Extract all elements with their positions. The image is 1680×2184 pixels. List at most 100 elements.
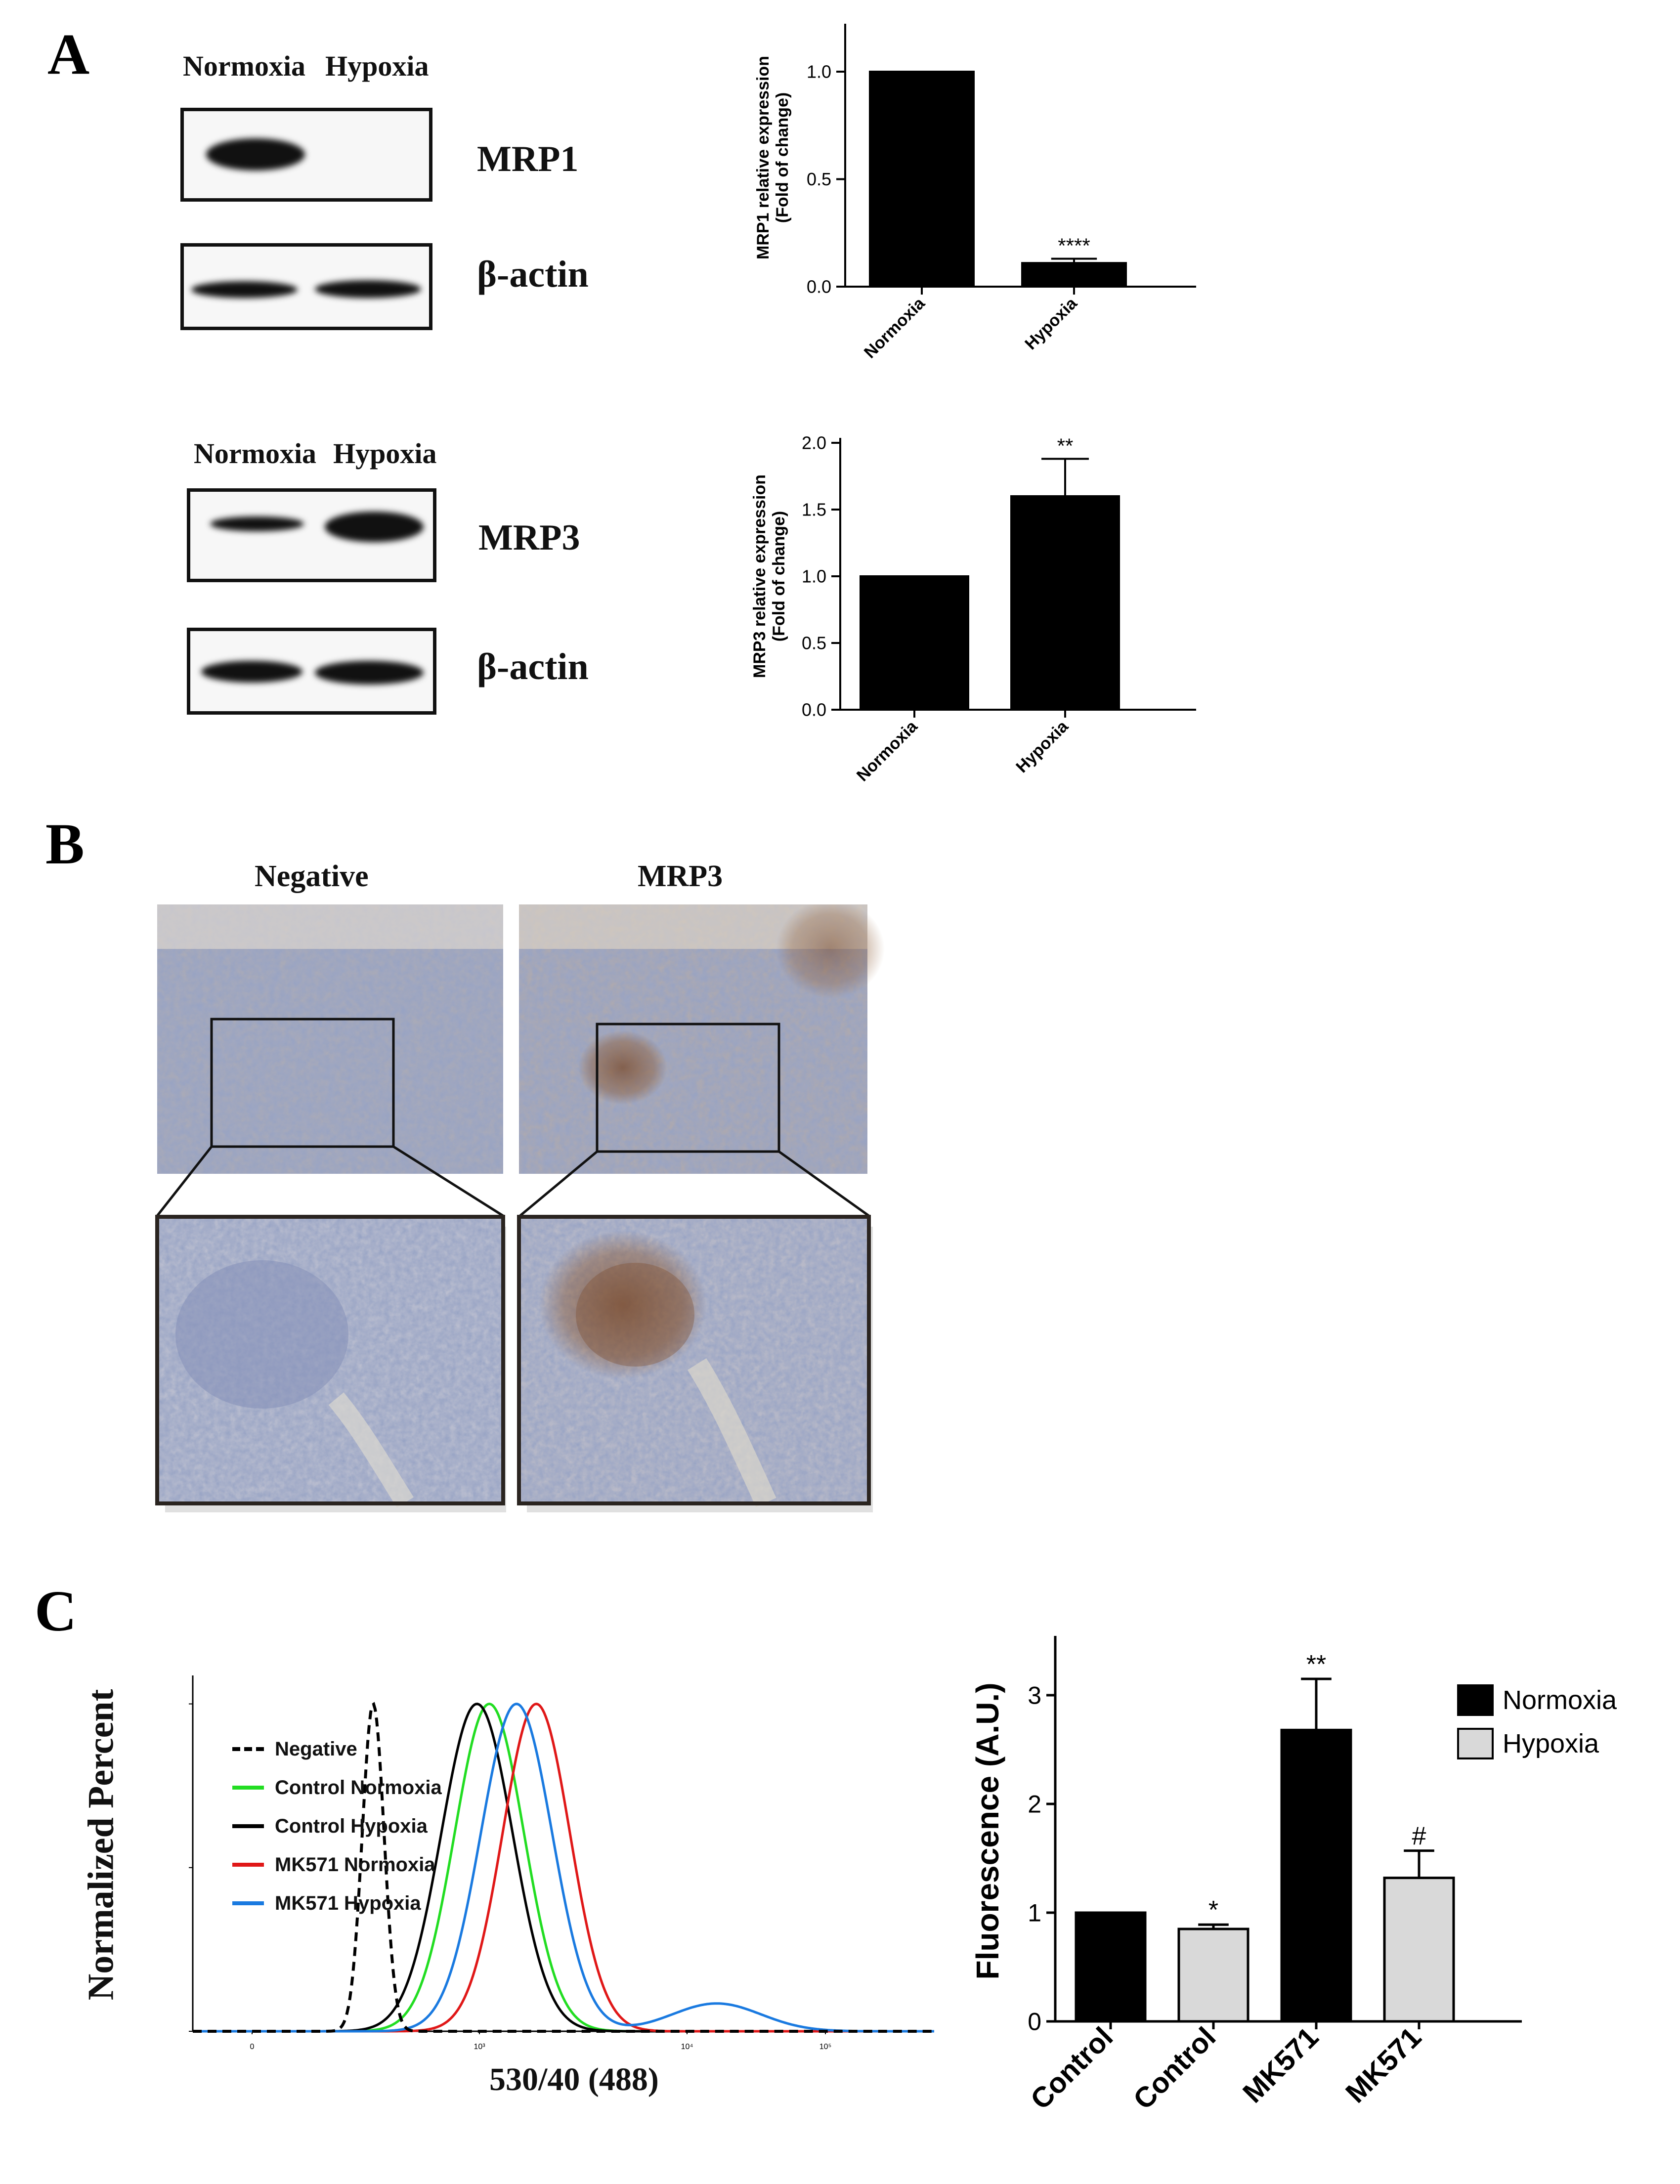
blot-strip-mrp3 (187, 488, 436, 582)
blot-col-normoxia: Normoxia (183, 50, 306, 82)
y-axis-label-group: MRP3 relative expression(Fold of change) (750, 474, 788, 678)
y-tick-label: 0.0 (802, 700, 826, 720)
flow-histogram: 100500010³10⁴10⁵ (188, 1675, 934, 2051)
legend-label: Hypoxia (1503, 1729, 1599, 1758)
blot-loading-label: β-actin (477, 254, 589, 295)
histology-label-negative: Negative (255, 859, 369, 893)
bar (1177, 1927, 1249, 2023)
y-tick-label: 0.0 (807, 277, 831, 297)
category-label: Normoxia (861, 294, 929, 362)
category-label: Normoxia (853, 717, 922, 785)
flow-x-tick-label: 10⁴ (681, 2043, 693, 2051)
flow-legend-item: Control Hypoxia (232, 1807, 442, 1845)
flow-x-tick-label: 10⁵ (819, 2043, 831, 2051)
y-axis-label-group: MRP1 relative expression(Fold of change) (754, 56, 792, 259)
flow-legend-swatch (232, 1824, 264, 1828)
flow-legend-label: MK571 Normoxia (275, 1853, 435, 1876)
category-label: Hypoxia (1021, 294, 1081, 353)
significance-label: ** (1306, 1650, 1326, 1679)
y-tick-label: 0.5 (807, 169, 831, 189)
band-mrp1-normoxia (206, 138, 305, 171)
histology-negative-overview (157, 904, 503, 1174)
y-axis-label: MRP3 relative expression (750, 474, 769, 678)
band-actin-normoxia (201, 661, 302, 683)
category-label: MK571 (1237, 2021, 1325, 2109)
bar (860, 575, 969, 711)
bar (1280, 1728, 1352, 2023)
category-label: Hypoxia (1012, 717, 1072, 776)
band-actin-hypoxia (315, 661, 424, 685)
panel-letter-a: A (47, 22, 90, 86)
legend-swatch (1457, 1728, 1494, 1759)
band-mrp3-normoxia (210, 516, 304, 531)
flow-legend-swatch (232, 1901, 264, 1905)
y-tick-label: 1.0 (807, 62, 831, 82)
y-tick-label: 1.0 (802, 566, 826, 587)
y-axis-label: (Fold of change) (773, 92, 792, 223)
curve-negative (193, 1702, 934, 2033)
legend-label: Normoxia (1503, 1685, 1617, 1715)
significance-label: ** (1057, 434, 1074, 457)
flow-legend-item: Negative (232, 1730, 442, 1768)
bar (1383, 1877, 1455, 2023)
band-mrp3-hypoxia (325, 512, 424, 542)
blot-protein-label: MRP1 (477, 139, 579, 179)
flow-legend-label: Control Normoxia (275, 1776, 442, 1799)
histology-images (155, 904, 885, 1512)
blot-strip-actin-2 (187, 628, 436, 715)
y-axis-label: MRP1 relative expression (754, 56, 773, 259)
bar (1010, 495, 1120, 711)
flow-legend-label: MK571 Hypoxia (275, 1892, 421, 1914)
flow-x-tick-label: 10³ (474, 2043, 485, 2051)
flow-legend-item: MK571 Normoxia (232, 1845, 442, 1884)
y-tick-label: 0 (1028, 2008, 1041, 2036)
histology-label-mrp3: MRP3 (638, 859, 723, 893)
y-axis-label: Fluorescence (A.U.) (970, 1682, 1005, 1979)
y-axis-label: (Fold of change) (770, 511, 788, 642)
flow-x-axis-label: 530/40 (488) (489, 2061, 659, 2098)
chart-mrp1-expression: 0.0 0.5 1.0 MRP1 relative expression(Fold o… (754, 24, 1196, 362)
flow-x-tick-label: 0 (250, 2043, 255, 2051)
flow-legend-item: Control Normoxia (232, 1768, 442, 1807)
flow-legend-label: Negative (275, 1738, 357, 1760)
legend-swatch (1457, 1684, 1494, 1716)
y-tick-label: 3 (1028, 1682, 1041, 1710)
bar (869, 71, 975, 288)
bar (1075, 1911, 1147, 2023)
blot-protein-label: MRP3 (478, 517, 580, 558)
flow-y-axis-label: Normalized Percent (81, 1689, 122, 2001)
flow-legend-swatch (232, 1747, 264, 1751)
category-label: MK571 (1339, 2021, 1427, 2109)
y-tick-label: 1 (1028, 1899, 1041, 1927)
histology-mrp3-overview (519, 904, 885, 1174)
flow-legend-item: MK571 Hypoxia (232, 1884, 442, 1923)
flow-legend-swatch (232, 1786, 264, 1790)
significance-label: # (1412, 1822, 1426, 1851)
zoom-connector-lines (156, 1145, 870, 1217)
y-tick-label: 2 (1028, 1791, 1041, 1818)
band-actin-normoxia (191, 281, 298, 298)
blot-col-hypoxia: Hypoxia (325, 50, 429, 82)
blot-col-normoxia: Normoxia (194, 437, 317, 470)
blot-col-hypoxia: Hypoxia (333, 437, 437, 470)
band-actin-hypoxia (315, 280, 421, 298)
y-tick-label: 2.0 (802, 433, 826, 453)
significance-label: **** (1058, 234, 1090, 257)
category-label: Control (1127, 2021, 1222, 2116)
panel-letter-b: B (45, 812, 85, 876)
blot-strip-actin-1 (180, 243, 432, 330)
y-axis-label-group: Fluorescence (A.U.) (970, 1682, 1005, 1979)
flow-legend-label: Control Hypoxia (275, 1815, 428, 1837)
panel-letter-c: C (35, 1579, 77, 1643)
flow-legend-swatch (232, 1863, 264, 1867)
y-tick-label: 1.5 (802, 500, 826, 520)
histology-mrp3-zoom (517, 1215, 873, 1512)
y-tick-label: 0.5 (802, 633, 826, 653)
histology-negative-zoom (155, 1215, 506, 1512)
blot-loading-label: β-actin (477, 646, 589, 687)
blot-strip-mrp1 (180, 108, 432, 202)
